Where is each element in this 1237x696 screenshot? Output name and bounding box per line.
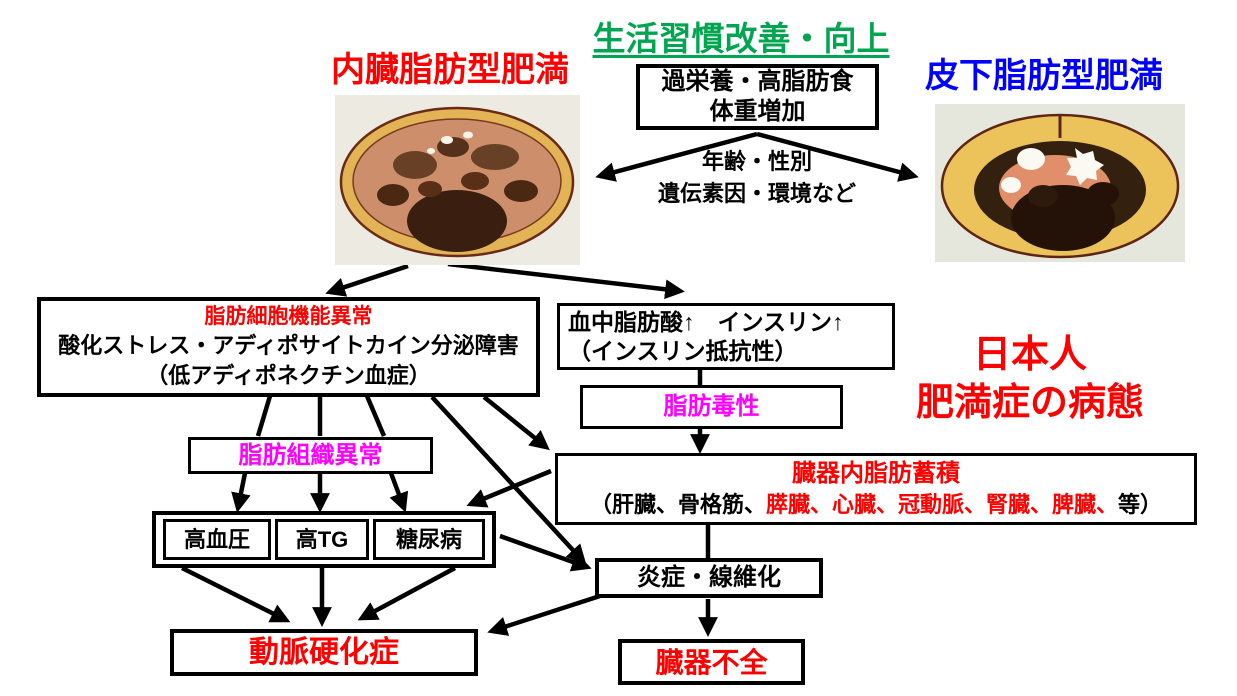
- node-lipotoxicity-label: 脂肪毒性: [663, 393, 760, 420]
- node-hypertension-label: 高血圧: [183, 526, 250, 552]
- node-blood-fatty-acid-line2: （インスリン抵抗性）: [568, 337, 798, 364]
- node-organ-failure-label: 臓器不全: [655, 646, 768, 678]
- organ-list-red-organs: 膵臓、心臓、冠動脈、腎臓、脾臓、: [765, 492, 1118, 518]
- arrow-adipocyte-to-organfat: [482, 395, 550, 451]
- arrow-adipose-to-hypertension: [231, 472, 251, 513]
- link-adipocyte-to-adipose-1: [255, 395, 273, 437]
- node-arteriosclerosis-label: 動脈硬化症: [249, 635, 399, 669]
- node-blood-fatty-acid-line1: 血中脂肪酸↑ インスリン↑: [568, 308, 844, 335]
- node-organ-fat-accumulation-title: 臓器内脂肪蓄積: [792, 459, 960, 487]
- node-arteriosclerosis: 動脈硬化症: [170, 629, 478, 676]
- node-blood-fatty-acid: 血中脂肪酸↑ インスリン↑ （インスリン抵抗性）: [557, 303, 895, 370]
- node-adipose-tissue-abnormality: 脂肪組織異常: [188, 437, 433, 474]
- node-lipotoxicity: 脂肪毒性: [580, 385, 843, 429]
- node-diabetes: 糖尿病: [373, 519, 485, 560]
- node-adipocyte-dysfunction-title: 脂肪細胞機能異常: [204, 305, 373, 329]
- visceral-fat-ct-image: [335, 95, 580, 265]
- node-organ-fat-accumulation-detail: （肝臓、骨格筋、膵臓、心臓、冠動脈、腎臓、脾臓、等）: [590, 490, 1162, 520]
- node-high-tg-label: 高TG: [295, 526, 349, 552]
- risk-factor-group: 高血圧 高TG 糖尿病: [152, 511, 496, 568]
- link-adipocyte-to-adipose-3: [364, 395, 387, 437]
- organ-list-black-suffix: 等）: [1118, 492, 1163, 518]
- node-hypertension: 高血圧: [163, 519, 271, 560]
- node-overnutrition-line2: 体重増加: [709, 98, 806, 125]
- node-adipose-tissue-abnormality-label: 脂肪組織異常: [238, 441, 383, 469]
- page-title: 生活習慣改善・向上: [592, 20, 890, 57]
- node-inflammation-fibrosis-label: 炎症・線維化: [637, 564, 781, 591]
- node-inflammation-fibrosis: 炎症・線維化: [595, 558, 823, 598]
- node-organ-failure: 臓器不全: [618, 639, 805, 685]
- arrow-overnutrition-to-visceral: [595, 131, 758, 182]
- japanese-obesity-pathology-line2: 肥満症の病態: [915, 381, 1144, 424]
- age-heredity-text: 年齢・性別 遺伝素因・環境など: [627, 146, 887, 210]
- node-overnutrition-line1: 過栄養・高脂肪食: [661, 68, 854, 95]
- node-high-tg: 高TG: [275, 519, 369, 560]
- arrow-adipocyte-to-inflammation: [430, 395, 587, 565]
- japanese-obesity-pathology-line1: 日本人: [972, 334, 1087, 376]
- arrow-organfat-to-diabetes: [466, 468, 552, 508]
- subcutaneous-obesity-label: 皮下脂肪型肥満: [925, 57, 1163, 95]
- arrow-diabetes-to-inflammation: [499, 533, 592, 572]
- subcutaneous-fat-ct-image: [935, 104, 1185, 262]
- arrow-overnutrition-to-subcutaneous: [756, 131, 919, 182]
- visceral-obesity-label: 内臓脂肪型肥満: [331, 51, 569, 89]
- japanese-obesity-pathology-note: 日本人 肥満症の病態: [880, 332, 1180, 427]
- arrow-adipose-to-diabetes: [388, 472, 409, 513]
- node-adipocyte-dysfunction-line3: （低アディポネクチン血症）: [146, 363, 431, 389]
- arrow-riskgroup-to-arteriosclerosis-1: [180, 565, 291, 623]
- node-diabetes-label: 糖尿病: [395, 526, 462, 552]
- arrow-riskgroup-to-arteriosclerosis-3: [357, 566, 457, 621]
- age-heredity-line2: 遺伝素因・環境など: [657, 180, 856, 206]
- node-overnutrition: 過栄養・高脂肪食 体重増加: [636, 64, 879, 130]
- arrow-visceral-to-adipocyte: [325, 263, 409, 297]
- arrow-inflammation-to-arteriosclerosis: [487, 593, 601, 636]
- arrow-visceral-to-bloodfat: [447, 261, 685, 300]
- organ-list-black-prefix: （肝臓、骨格筋、: [589, 492, 766, 518]
- node-adipocyte-dysfunction-line2: 酸化ストレス・アディポサイトカイン分泌障害: [58, 333, 519, 359]
- node-adipocyte-dysfunction: 脂肪細胞機能異常 酸化ストレス・アディポサイトカイン分泌障害 （低アディポネクチ…: [37, 297, 540, 397]
- age-heredity-line1: 年齢・性別: [701, 149, 812, 174]
- node-organ-fat-accumulation: 臓器内脂肪蓄積 （肝臓、骨格筋、膵臓、心臓、冠動脈、腎臓、脾臓、等）: [555, 453, 1197, 525]
